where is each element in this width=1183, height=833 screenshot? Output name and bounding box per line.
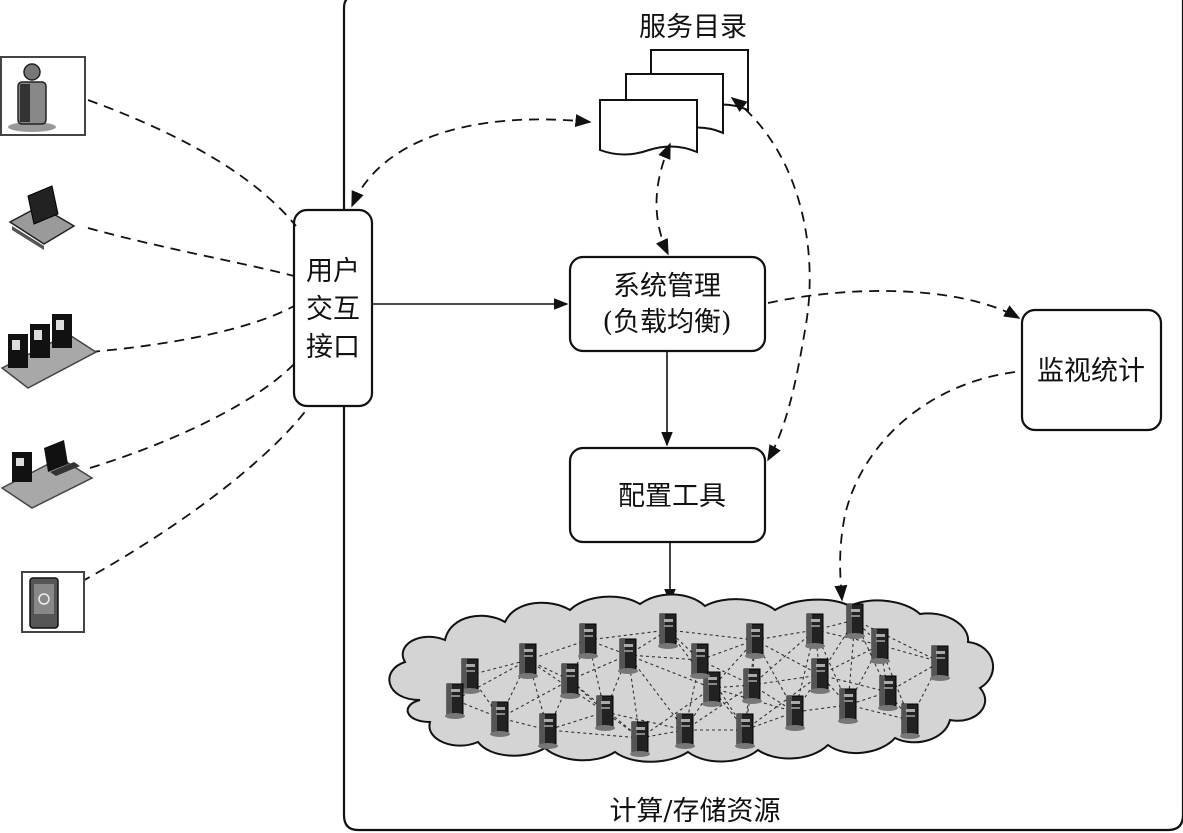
dashed-link-monitor-resources	[834, 371, 1016, 602]
system-management-label-line2: (负载均衡)	[602, 307, 731, 338]
server-tower-icon	[844, 603, 866, 640]
server-tower-icon	[784, 695, 806, 732]
mobile-device-icon	[21, 571, 85, 633]
server-tower-icon	[877, 675, 899, 712]
server-tower-icon	[559, 663, 581, 700]
configuration-tool-box	[568, 446, 767, 544]
server-tower-icon	[741, 668, 763, 705]
server-tower-icon	[744, 623, 766, 660]
server-tower-icon	[537, 713, 559, 750]
server-tower-icon	[837, 688, 859, 725]
server-tower-icon	[804, 613, 826, 650]
server-tower-icon	[444, 683, 466, 720]
service-catalog-label: 服务目录	[639, 12, 747, 43]
laptop-icon	[8, 185, 76, 250]
server-tower-icon	[489, 701, 511, 738]
dashed-link-sysmgmt-monitor	[767, 290, 1021, 319]
server-tower-icon	[517, 643, 539, 680]
server-rack-icon	[0, 314, 98, 389]
server-tower-icon	[734, 713, 756, 750]
dashed-link-catalog-config	[730, 97, 811, 462]
workstation-icon	[0, 440, 94, 509]
server-tower-icon	[657, 613, 679, 650]
server-tower-icon	[899, 703, 921, 740]
server-tower-icon	[674, 713, 696, 750]
monitoring-box	[1020, 308, 1163, 432]
configuration-tool-label: 配置工具	[618, 481, 726, 512]
user-interface-label-line2: 交互	[306, 294, 360, 325]
server-tower-icon	[629, 721, 651, 758]
dashed-link-person-ui	[87, 99, 297, 227]
system-management-label-line1: 系统管理	[613, 271, 721, 302]
user-interface-label-line1: 用户	[306, 256, 360, 287]
dashed-link-laptop-ui	[87, 227, 295, 277]
service-catalog-icon	[599, 49, 749, 156]
server-tower-icon	[689, 643, 711, 680]
monitoring-label: 监视统计	[1037, 356, 1145, 387]
server-tower-icon	[594, 695, 616, 732]
dashed-link-mobile-ui	[65, 407, 309, 591]
server-tower-icon	[929, 645, 951, 682]
server-tower-icon	[617, 638, 639, 675]
user-interface-label-line3: 接口	[306, 332, 360, 363]
system-boundary-frame	[342, 0, 1183, 832]
user-interface-box	[292, 208, 374, 408]
dashed-link-catalog-sysmgmt	[655, 142, 671, 256]
server-tower-icon	[577, 623, 599, 660]
resources-label: 计算/存储资源	[609, 796, 780, 827]
person-icon	[0, 56, 86, 136]
dashed-link-rack-ui	[89, 305, 295, 353]
dashed-link-workstation-ui	[89, 361, 297, 469]
dashed-link-catalog-ui	[351, 114, 592, 208]
server-tower-icon	[809, 658, 831, 695]
server-tower-icon	[869, 628, 891, 665]
